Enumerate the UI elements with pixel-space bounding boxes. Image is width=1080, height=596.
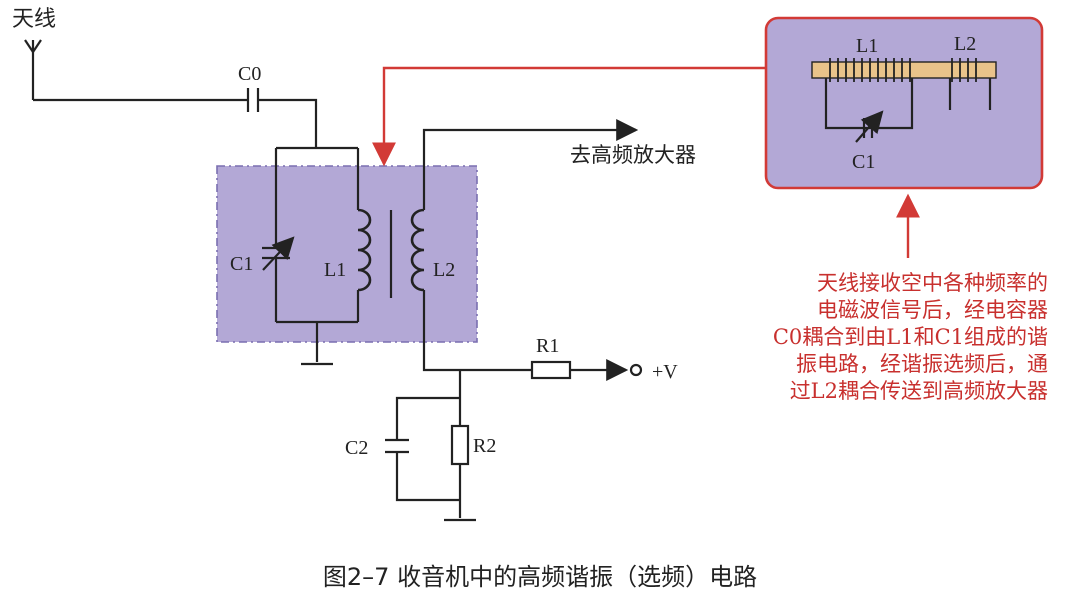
antenna-icon [24, 39, 42, 100]
annotation-line-3: C0耦合到由L1和C1组成的谐 [773, 325, 1048, 349]
capacitor-c0 [246, 88, 260, 112]
annotation-line-5: 过L2耦合传送到高频放大器 [790, 379, 1048, 403]
inset-l1-windings [829, 58, 911, 82]
callout-arrow [372, 66, 766, 167]
l1-label: L1 [324, 259, 346, 281]
inset-variable-capacitor [855, 110, 884, 143]
resonant-circuit-highlight [216, 165, 478, 343]
inset-l2-windings [951, 58, 977, 82]
variable-capacitor-c1 [262, 236, 295, 271]
wire-c2-bottom [395, 452, 460, 502]
antenna-label: 天线 [12, 6, 56, 31]
resistor-r1 [530, 360, 572, 380]
inductor-l1 [357, 208, 372, 292]
to-amplifier-label: 去高频放大器 [570, 143, 696, 167]
supply-terminal [629, 363, 643, 377]
figure-caption: 图2–7 收音机中的高频谐振（选频）电路 [323, 563, 757, 591]
resistor-r2 [450, 424, 470, 466]
supply-label: +V [652, 361, 678, 383]
c2-label: C2 [345, 437, 368, 459]
c1-label: C1 [230, 253, 253, 275]
wire-c2-top [395, 396, 460, 440]
annotation-line-2: 电磁波信号后，经电容器 [817, 298, 1048, 322]
inset-coil [811, 58, 997, 143]
wire-c0-node [258, 98, 318, 148]
capacitor-c2 [385, 438, 409, 454]
annotation-line-4: 振电路，经谐振选频后，通 [796, 352, 1048, 376]
inductor-l2 [410, 208, 425, 292]
annotation-line-1: 天线接收空中各种频率的 [817, 271, 1048, 295]
annotation-text: 天线接收空中各种频率的 电磁波信号后，经电容器 C0耦合到由L1和C1组成的谐 … [773, 271, 1048, 403]
l2-label: L2 [433, 259, 455, 281]
inset-l2-label: L2 [954, 33, 976, 55]
r2-label: R2 [473, 435, 496, 457]
inset-c1-label: C1 [852, 151, 875, 173]
r1-label: R1 [536, 335, 559, 357]
wire-l2-out [422, 119, 639, 210]
wire-l2-bias [422, 290, 532, 372]
c0-label: C0 [238, 63, 261, 85]
inset-box [764, 16, 1044, 190]
inset-l1-label: L1 [856, 35, 878, 57]
